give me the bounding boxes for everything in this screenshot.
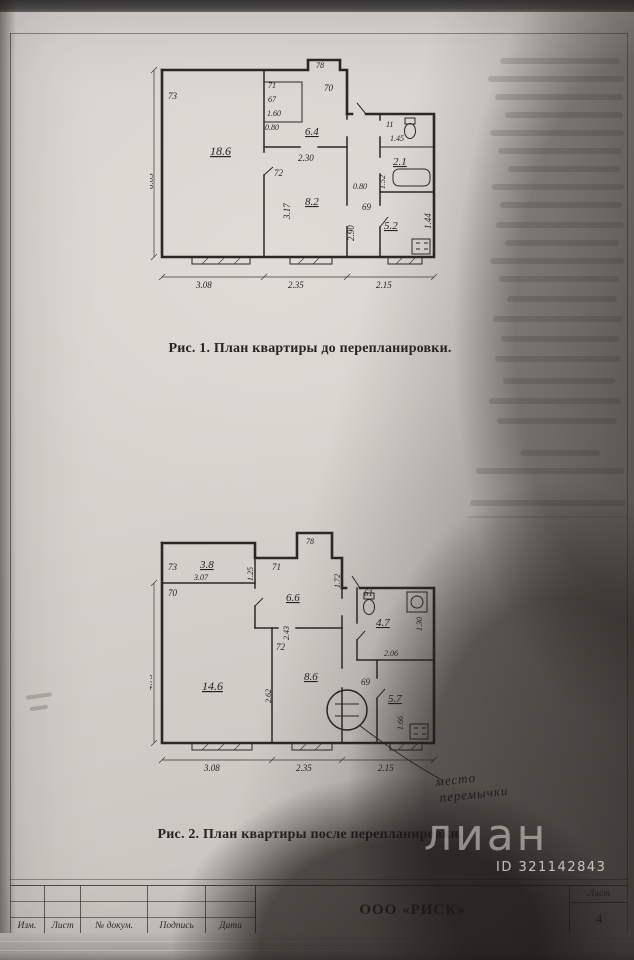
sheet-number: 4 (595, 910, 603, 926)
room-area-label: 14.6 (202, 679, 223, 693)
dim-label: 2.06 (384, 649, 398, 658)
titleblock-col-izm: Изм. (10, 886, 45, 934)
photo-background-edge (0, 0, 634, 12)
door-number-label: 71 (268, 81, 276, 90)
dim-label: 2.62 (264, 689, 273, 703)
door-number-label: 69 (361, 677, 371, 687)
door-number-label: 61 (364, 588, 373, 598)
room-area-label: 5.2 (384, 220, 398, 232)
room-area-label: 6.6 (286, 592, 300, 604)
dim-label: 3.17 (282, 203, 292, 220)
dim-label: 1.60 (267, 109, 281, 118)
titleblock-col-dokum: № докум. (81, 886, 148, 934)
dim-label: 2.35 (288, 280, 304, 290)
dim-label: 0.80 (265, 123, 279, 132)
page-stack-edge (0, 933, 634, 960)
door-number-label: 71 (272, 562, 281, 572)
door-number-label: 72 (276, 642, 286, 652)
title-block: Изм. Лист № докум. Подпись Дата ООО «РИС… (10, 885, 628, 934)
page-edge-shading (0, 0, 16, 960)
titleblock-revision-table: Изм. Лист № докум. Подпись Дата (10, 886, 256, 934)
dim-label: 6.03 (150, 173, 155, 189)
door-number-label: 69 (362, 202, 372, 212)
titleblock-col-podpis: Подпись (148, 886, 207, 934)
figure2-caption: Рис. 2. План квартиры после перепланиров… (157, 827, 463, 842)
dimension-lines (150, 579, 438, 764)
dim-label: 2.35 (296, 763, 312, 773)
sheet-label: Лист (570, 886, 628, 903)
door-number-label: 70 (324, 83, 334, 93)
dim-label: 1.52 (378, 175, 387, 189)
floor-plan-before: 73 78 70 71 67 1.60 0.80 6.4 18.6 2.30 7… (150, 58, 438, 290)
dim-label: 1.25 (246, 567, 255, 581)
dim-label: 2.90 (346, 225, 356, 241)
titleblock-col-list: Лист (45, 886, 82, 934)
floor-plan-after: 73 3.8 1.25 71 78 3.07 70 6.6 1.72 61 4.… (150, 531, 509, 805)
room-area-label: 18.6 (210, 144, 231, 158)
figure1-caption: Рис. 1. План квартиры до перепланировки. (168, 341, 452, 356)
room-area-label: 3.8 (199, 559, 214, 571)
company-name: ООО «РИСК» (256, 886, 570, 934)
dimension-lines (150, 66, 438, 281)
room-area-label: 2.1 (393, 156, 407, 168)
dim-label: 2.15 (376, 280, 392, 290)
dim-label: 3.07 (193, 573, 209, 582)
door-number-label: 72 (274, 168, 284, 178)
dim-label: 4.75 (150, 674, 154, 690)
door-number-label: 73 (168, 562, 178, 572)
room-area-label: 5.7 (388, 693, 402, 705)
door-number-label: 78 (316, 61, 324, 70)
dim-label: 1.44 (423, 213, 433, 229)
door-number-label: 70 (168, 588, 178, 598)
room-area-label: 6.4 (305, 126, 319, 138)
dim-label: 2.15 (378, 763, 394, 773)
dim-label: 1.30 (415, 617, 424, 631)
dim-label: 0.80 (353, 182, 367, 191)
dim-label: 1.45 (390, 134, 404, 143)
dim-label: 3.08 (195, 280, 212, 290)
sheet-cell: Лист 4 (570, 886, 628, 934)
door-number-label: 78 (306, 537, 314, 546)
dim-label: 2.30 (298, 153, 314, 163)
dim-label: 1.72 (333, 574, 342, 588)
dim-label: 3.08 (203, 763, 220, 773)
room-area-label: 8.6 (304, 671, 318, 683)
door-number-label: 11 (386, 120, 393, 129)
dim-label: 2.43 (282, 626, 291, 640)
room-area-label: 4.7 (376, 617, 390, 629)
door-number-label: 73 (168, 91, 178, 101)
titleblock-col-data: Дата (219, 921, 242, 931)
dim-label: 1.66 (396, 716, 405, 730)
room-area-label: 8.2 (305, 196, 319, 208)
door-number-label: 67 (268, 95, 277, 104)
